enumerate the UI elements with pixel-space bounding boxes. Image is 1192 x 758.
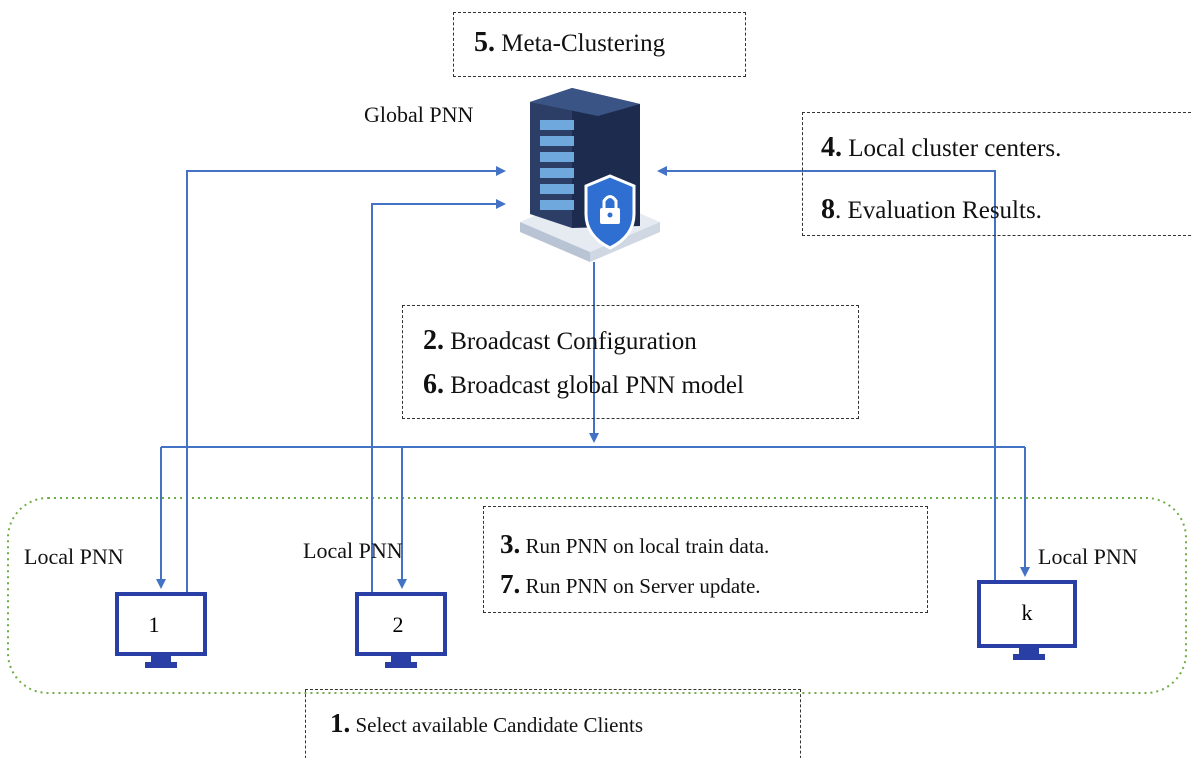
step-7-text: 7. Run PNN on Server update.	[500, 569, 761, 601]
step-number: 7.	[500, 569, 521, 599]
step-number: 6.	[423, 369, 444, 400]
step-1-box: 1. Select available Candidate Clients	[305, 689, 801, 758]
upload-arrow-client-k	[657, 166, 996, 582]
client-1-label: Local PNN	[24, 544, 124, 569]
client-monitor-k: k	[977, 580, 1077, 660]
step-description: Local cluster centers.	[842, 135, 1062, 162]
step-description: Broadcast Configuration	[444, 328, 697, 355]
step-number: 2.	[423, 325, 444, 356]
step-3-text: 3. Run PNN on local train data.	[500, 529, 769, 561]
step-5-text: 5. Meta-Clustering	[474, 28, 665, 59]
upload-arrow-client-1	[186, 166, 506, 594]
client-monitor-1: 1	[115, 592, 207, 668]
step-description: Run PNN on Server update.	[520, 574, 761, 598]
step-description: Select available Candidate Clients	[350, 713, 644, 737]
step-number: 8	[821, 194, 835, 225]
step-1-text: 1. Select available Candidate Clients	[330, 708, 643, 740]
step-description: . Evaluation Results.	[835, 197, 1042, 224]
step-2-text: 2. Broadcast Configuration	[423, 326, 697, 357]
client-number: k	[1022, 600, 1033, 625]
upload-arrow-client-2	[371, 199, 506, 594]
step-3-7-box: 3. Run PNN on local train data. 7. Run P…	[483, 506, 928, 613]
step-8-text: 8. Evaluation Results.	[821, 195, 1042, 226]
step-2-6-box: 2. Broadcast Configuration 6. Broadcast …	[402, 305, 859, 419]
client-group-border	[7, 497, 1187, 694]
step-description: Meta-Clustering	[495, 30, 666, 57]
step-number: 3.	[500, 529, 521, 559]
step-description: Run PNN on local train data.	[520, 534, 770, 558]
step-6-text: 6. Broadcast global PNN model	[423, 370, 744, 401]
client-monitor-2: 2	[355, 592, 447, 668]
step-4-8-box: 4. Local cluster centers. 8. Evaluation …	[802, 112, 1192, 236]
step-description: Broadcast global PNN model	[444, 372, 744, 399]
server-label: Global PNN	[364, 102, 474, 127]
step-number: 4.	[821, 132, 842, 163]
secure-server-icon	[520, 88, 660, 262]
client-2-label: Local PNN	[303, 538, 403, 563]
client-number: 2	[393, 612, 404, 637]
step-number: 1.	[330, 708, 351, 738]
client-k-label: Local PNN	[1038, 544, 1138, 569]
step-number: 5.	[474, 27, 495, 58]
step-4-text: 4. Local cluster centers.	[821, 133, 1061, 164]
step-5-box: 5. Meta-Clustering	[453, 12, 746, 77]
client-number: 1	[149, 612, 160, 637]
